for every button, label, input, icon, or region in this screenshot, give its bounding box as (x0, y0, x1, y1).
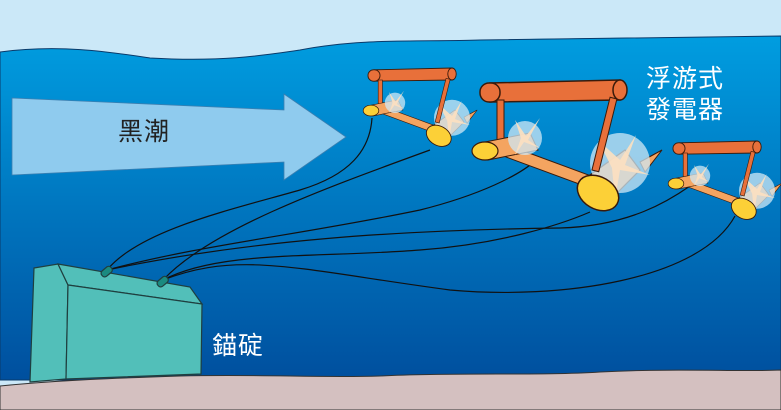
anchor-label: 錨碇 (212, 331, 265, 360)
cable (162, 211, 591, 281)
anchor-connector (156, 275, 169, 288)
mooring-cables (106, 117, 736, 294)
cable (106, 117, 373, 271)
generator-unit-2 (471, 79, 663, 212)
nose-cone (425, 124, 452, 147)
nose-cone (471, 141, 499, 161)
cable (106, 159, 537, 271)
nose-cone (576, 174, 620, 212)
cable (162, 215, 736, 294)
generator-unit-3 (667, 140, 781, 220)
nose-cone (730, 197, 757, 220)
kuroshio-current-label: 黑潮 (118, 117, 171, 146)
floating-generator-label: 浮游式 發電器 (646, 63, 724, 125)
current-arrow (11, 93, 347, 181)
nose-cone (362, 104, 380, 117)
anchor-connector (100, 265, 113, 278)
nose-cone (667, 177, 685, 190)
floating-generators (362, 67, 781, 220)
generator-unit-1 (362, 67, 478, 147)
generator-label-line1: 浮游式 (646, 64, 725, 93)
anchor-block (29, 263, 204, 383)
seabed (0, 369, 781, 410)
cable (162, 149, 431, 281)
generator-label-line2: 發電器 (646, 95, 725, 124)
cable (106, 185, 691, 271)
